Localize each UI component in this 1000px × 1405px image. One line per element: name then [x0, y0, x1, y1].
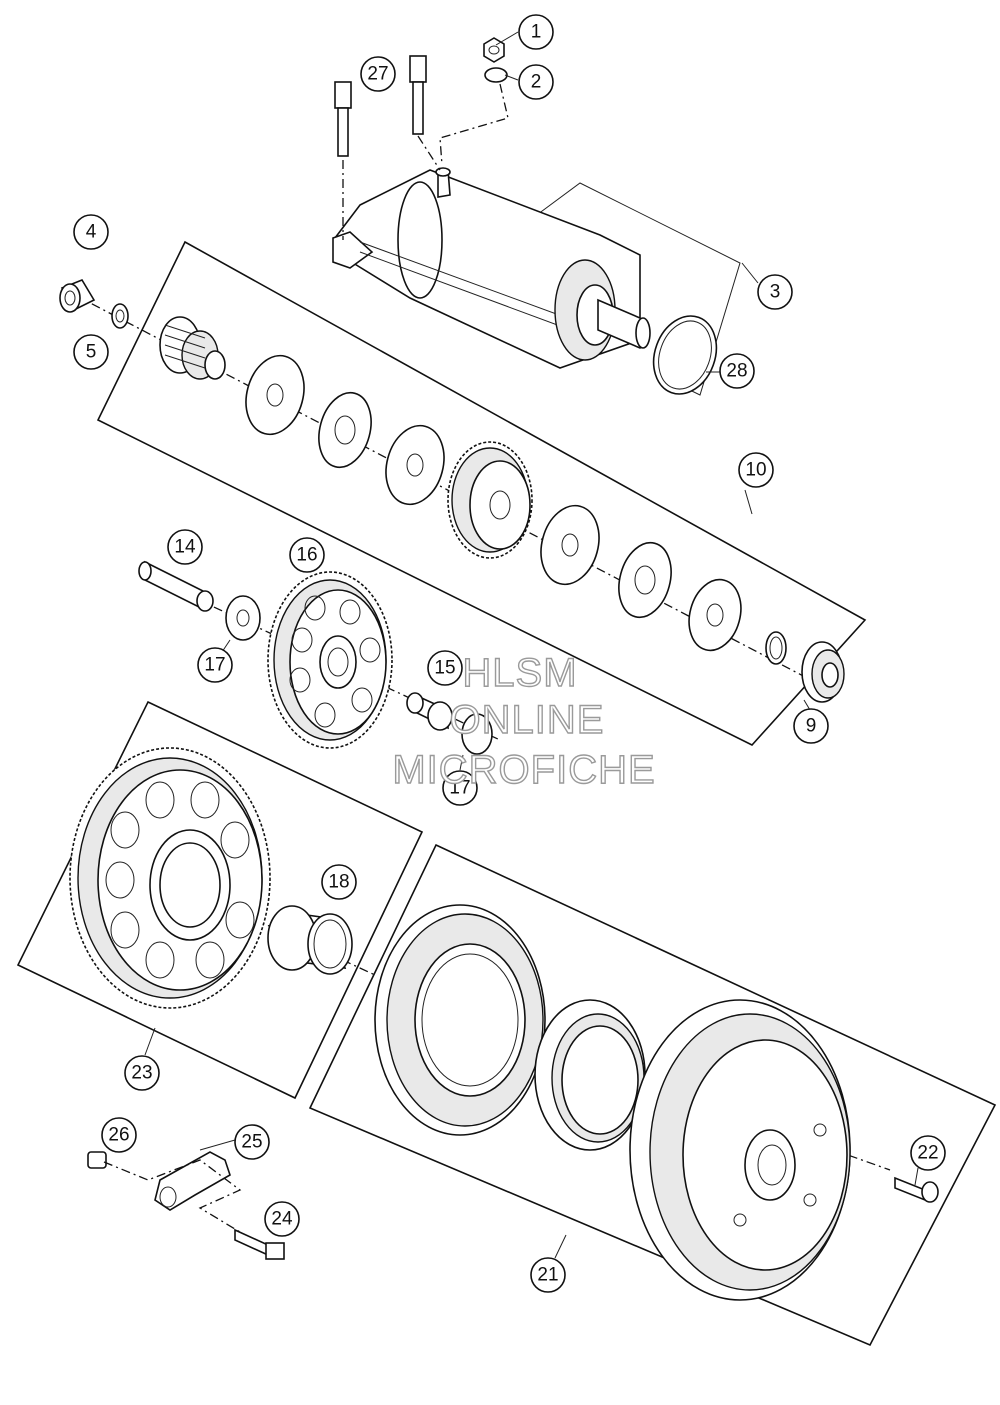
svg-text:23: 23 — [131, 1063, 152, 1084]
freewheel-bearing-18 — [267, 905, 353, 975]
callout-16: 16 — [289, 537, 325, 573]
svg-text:18: 18 — [328, 872, 349, 893]
svg-text:17: 17 — [204, 655, 225, 676]
bolt-24 — [234, 1228, 285, 1260]
callout-24: 24 — [264, 1201, 300, 1237]
watermark-line-2: ONLINE — [450, 698, 605, 742]
flywheel-rotor — [629, 999, 851, 1301]
watermark: HLSM ONLINE MICROFICHE — [392, 650, 656, 792]
svg-text:21: 21 — [537, 1265, 558, 1286]
washer-17b — [461, 713, 493, 755]
callout-9: 9 — [793, 708, 829, 744]
bearing-9 — [801, 641, 845, 703]
o-ring-28 — [652, 315, 718, 395]
starter-motor — [332, 167, 651, 369]
thrust-washer-c — [540, 504, 600, 586]
callout-10: 10 — [738, 452, 774, 488]
washer-2 — [484, 67, 508, 83]
thrust-washer-b — [385, 424, 445, 506]
svg-text:16: 16 — [296, 545, 317, 566]
callout-2: 2 — [518, 64, 554, 100]
starter-gear-23 — [69, 747, 271, 1009]
screw-26 — [87, 1151, 107, 1169]
svg-text:3: 3 — [770, 282, 781, 303]
lever-25 — [154, 1151, 231, 1211]
splined-washer-a — [318, 391, 372, 469]
thrust-washer-d — [688, 578, 742, 652]
bolt-22 — [894, 1176, 939, 1203]
svg-text:22: 22 — [917, 1143, 938, 1164]
svg-text:5: 5 — [86, 342, 97, 363]
splined-washer-b — [618, 541, 672, 619]
nut-1 — [483, 37, 505, 63]
callout-14: 14 — [167, 529, 203, 565]
shaft-14 — [138, 560, 214, 612]
svg-text:1: 1 — [531, 22, 542, 43]
watermark-line-3: MICROFICHE — [392, 748, 655, 792]
svg-text:27: 27 — [367, 64, 388, 85]
watermark-line-1: HLSM — [462, 651, 577, 695]
svg-text:24: 24 — [271, 1209, 293, 1230]
svg-text:26: 26 — [108, 1125, 129, 1146]
callout-3: 3 — [757, 274, 793, 310]
svg-text:15: 15 — [434, 658, 455, 679]
washer-17a — [225, 595, 261, 641]
svg-text:2: 2 — [531, 72, 542, 93]
freewheel-ring — [534, 999, 646, 1151]
freewheel-housing — [374, 904, 546, 1136]
group-box-23 — [16, 700, 424, 1100]
callout-28: 28 — [719, 353, 755, 389]
bolt-27b — [409, 55, 441, 171]
callout-17b: 17 — [442, 770, 478, 806]
bush-4 — [59, 279, 96, 313]
svg-text:17: 17 — [449, 778, 470, 799]
thrust-washer-a — [245, 354, 305, 436]
callout-22: 22 — [910, 1135, 946, 1171]
callout-4: 4 — [73, 214, 109, 250]
callout-18: 18 — [321, 864, 357, 900]
callout-5: 5 — [73, 334, 109, 370]
bolt-27a — [334, 81, 352, 240]
washer-5 — [111, 303, 129, 329]
pinion-gear — [159, 316, 226, 380]
svg-text:28: 28 — [726, 361, 747, 382]
intermediate-gear — [447, 441, 533, 559]
callout-26: 26 — [101, 1117, 137, 1153]
svg-text:14: 14 — [174, 537, 196, 558]
group-box-21 — [308, 843, 997, 1347]
callout-15: 15 — [427, 650, 463, 686]
bush-15 — [406, 692, 453, 731]
svg-text:9: 9 — [806, 716, 817, 737]
callout-1: 1 — [518, 14, 554, 50]
svg-text:25: 25 — [241, 1132, 262, 1153]
callout-23: 23 — [124, 1055, 160, 1091]
svg-text:4: 4 — [86, 222, 97, 243]
svg-text:10: 10 — [745, 460, 766, 481]
gear-16 — [267, 571, 393, 749]
circlip — [765, 631, 787, 665]
group-box-10 — [96, 240, 867, 746]
callout-17a: 17 — [197, 647, 233, 683]
callout-25: 25 — [234, 1124, 270, 1160]
callout-27: 27 — [360, 56, 396, 92]
callout-21: 21 — [530, 1257, 566, 1293]
